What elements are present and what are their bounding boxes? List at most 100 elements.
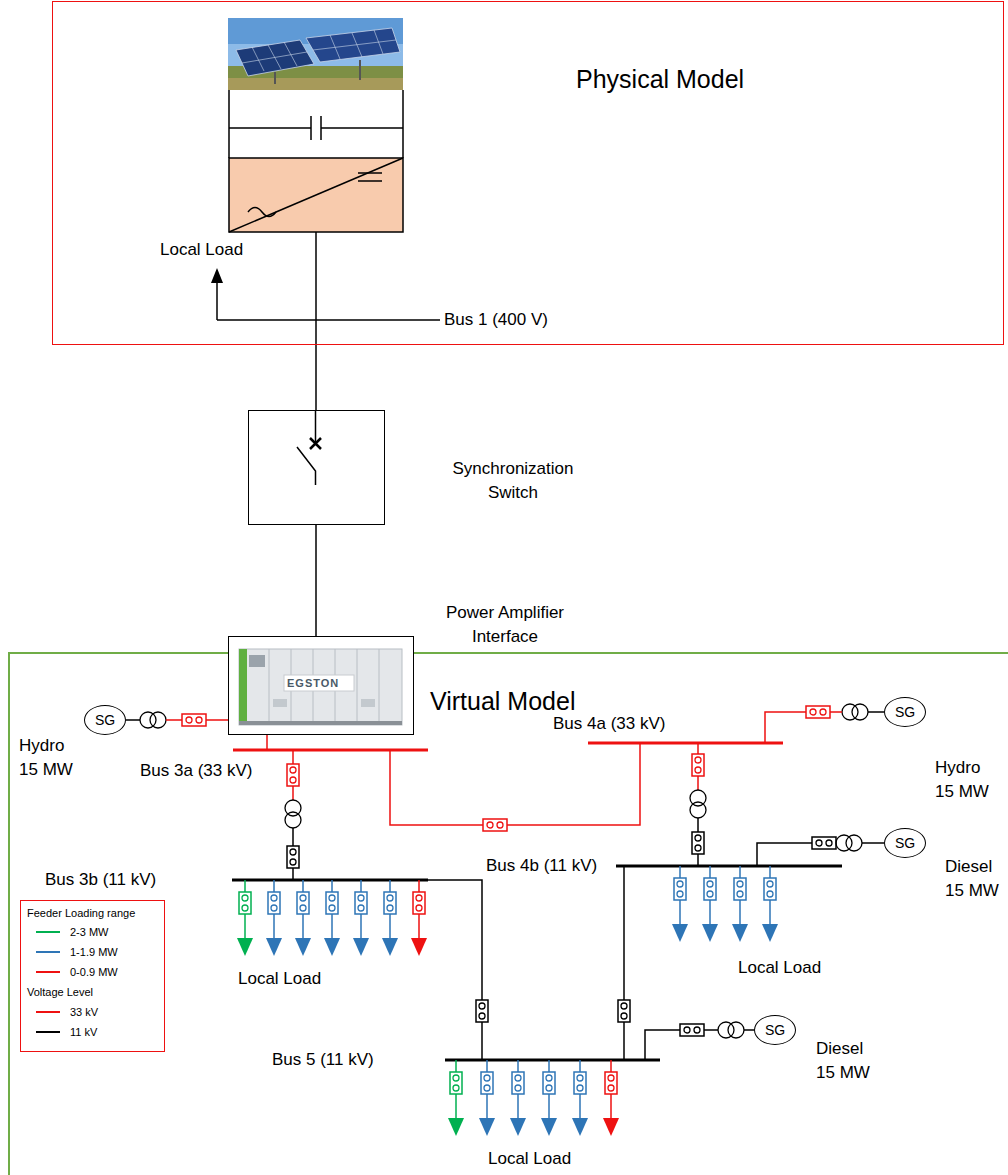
load-label: Local Load bbox=[160, 238, 243, 262]
load-feeders bbox=[603, 1060, 619, 1136]
power-amplifier-cabinet bbox=[249, 655, 265, 667]
legend-text: 33 kV bbox=[70, 1005, 98, 1019]
bus-1-wiring bbox=[217, 319, 440, 321]
load-feeders bbox=[702, 866, 718, 942]
power-amplifier-cabinet bbox=[239, 649, 247, 725]
switch-symbol bbox=[297, 447, 316, 485]
diesel-generator-wiring bbox=[862, 842, 884, 844]
generator-symbol-text: SG bbox=[885, 829, 925, 857]
tie-line-11kv bbox=[428, 880, 482, 1060]
bus-label: Bus 5 (11 kV) bbox=[272, 1048, 374, 1072]
switch-symbol bbox=[310, 438, 321, 449]
hydro-generator-wiring bbox=[140, 712, 166, 728]
generator-label: Hydro 15 MW bbox=[935, 756, 997, 804]
transformer-chains bbox=[692, 754, 704, 776]
load-feeders bbox=[572, 1060, 588, 1136]
generator-circle: SGHydro 15 MW bbox=[884, 697, 926, 727]
tie-line-11kv bbox=[618, 1000, 630, 1022]
legend-title: Voltage Level bbox=[27, 985, 93, 999]
tie-line-33kv bbox=[390, 743, 640, 831]
load-feeders bbox=[382, 880, 398, 956]
load-label: Local Load bbox=[488, 1147, 571, 1171]
power-amplifier-cabinet bbox=[361, 699, 375, 707]
diesel-generator-wiring bbox=[744, 1029, 754, 1031]
inverter-symbol bbox=[229, 158, 403, 232]
generator-symbol-text: SG bbox=[85, 706, 125, 734]
diesel-generator-wiring bbox=[680, 1024, 704, 1036]
bus-bars bbox=[616, 865, 842, 868]
hydro-generator-wiring bbox=[126, 719, 140, 721]
bus-label: Bus 4b (11 kV) bbox=[486, 854, 597, 878]
legend-text: 2-3 MW bbox=[70, 925, 109, 939]
tie-line-11kv bbox=[428, 866, 630, 1060]
bus-bars bbox=[233, 749, 428, 752]
generator-label: Hydro 15 MW bbox=[19, 734, 81, 782]
solar-panel-photo bbox=[228, 78, 403, 90]
tie-line-33kv bbox=[390, 743, 640, 825]
transformer-chains bbox=[285, 800, 301, 828]
generator-symbol-text: SG bbox=[885, 698, 925, 726]
bus-bars bbox=[445, 1059, 660, 1062]
legend-text: 11 kV bbox=[70, 1025, 97, 1039]
transformer-chains bbox=[287, 764, 299, 786]
diesel-generator-wiring bbox=[718, 1022, 744, 1038]
load-feeders bbox=[762, 866, 778, 942]
tie-line-33kv bbox=[483, 819, 507, 831]
inverter-symbol bbox=[311, 116, 321, 140]
legend-text: 1-1.9 MW bbox=[70, 945, 118, 959]
generator-label: Diesel 15 MW bbox=[816, 1037, 874, 1085]
load-feeders bbox=[411, 880, 427, 956]
power-amplifier-cabinet bbox=[269, 649, 379, 725]
bus-bars bbox=[588, 742, 783, 745]
power-amplifier-cabinet bbox=[239, 649, 402, 725]
legend-title: Feeder Loading range bbox=[27, 906, 135, 920]
legend-line-sample bbox=[36, 1011, 60, 1013]
physical-model-region: Physical Model bbox=[52, 1, 1004, 345]
power-amplifier-cabinet bbox=[273, 699, 287, 707]
load-feeders bbox=[732, 866, 748, 942]
transformer-chains bbox=[287, 846, 299, 868]
transformer-chains bbox=[285, 743, 706, 880]
load-feeders bbox=[353, 880, 369, 956]
diesel-generator-wiring bbox=[836, 835, 862, 851]
switch-label: Synchronization Switch bbox=[433, 457, 593, 505]
solar-panel-photo bbox=[275, 60, 360, 84]
load-feeders bbox=[324, 880, 340, 956]
inverter-symbol bbox=[229, 90, 403, 232]
connector-line bbox=[315, 525, 317, 636]
load-feeders bbox=[541, 1060, 557, 1136]
virtual-model-region: Virtual ModelSGHydro 15 MWSGHydro 15 MWS… bbox=[8, 652, 1008, 1175]
hydro-generator-wiring bbox=[806, 706, 830, 718]
generator-circle: SGHydro 15 MW bbox=[84, 705, 126, 735]
load-feeders bbox=[295, 880, 311, 956]
load-feeders bbox=[237, 866, 778, 1136]
load-label: Local Load bbox=[238, 967, 321, 991]
legend-line-sample bbox=[36, 971, 60, 973]
switch-symbol bbox=[315, 411, 317, 443]
bus-label: Bus 4a (33 kV) bbox=[553, 712, 665, 736]
transformer-chains bbox=[692, 832, 704, 854]
bus-1-wiring bbox=[315, 232, 317, 345]
legend-line-sample bbox=[36, 1031, 60, 1033]
power-amplifier-cabinet bbox=[239, 721, 402, 725]
legend-text: 0-0.9 MW bbox=[70, 965, 118, 979]
diesel-generator-wiring bbox=[645, 835, 884, 1060]
load-label: Local Load bbox=[738, 956, 821, 980]
hydro-generator-wiring bbox=[182, 714, 206, 726]
switch-symbol bbox=[249, 411, 383, 523]
diesel-generator-wiring bbox=[757, 843, 812, 866]
load-feeders bbox=[266, 880, 282, 956]
connector-line bbox=[315, 345, 317, 410]
tie-line-11kv bbox=[476, 1000, 488, 1022]
generator-label: Diesel 15 MW bbox=[945, 855, 1003, 903]
load-feeders bbox=[510, 1060, 526, 1136]
bus-1-wiring bbox=[217, 232, 440, 345]
generator-circle: SGDiesel 15 MW bbox=[754, 1015, 796, 1045]
load-feeders bbox=[479, 1060, 495, 1136]
bus-label: Bus 3a (33 kV) bbox=[140, 759, 252, 783]
power-amplifier-cabinet bbox=[284, 675, 354, 691]
synchronization-switch-box: Synchronization Switch bbox=[248, 410, 385, 525]
bus-label: Bus 1 (400 V) bbox=[444, 308, 548, 332]
legend-line-sample bbox=[36, 931, 60, 933]
